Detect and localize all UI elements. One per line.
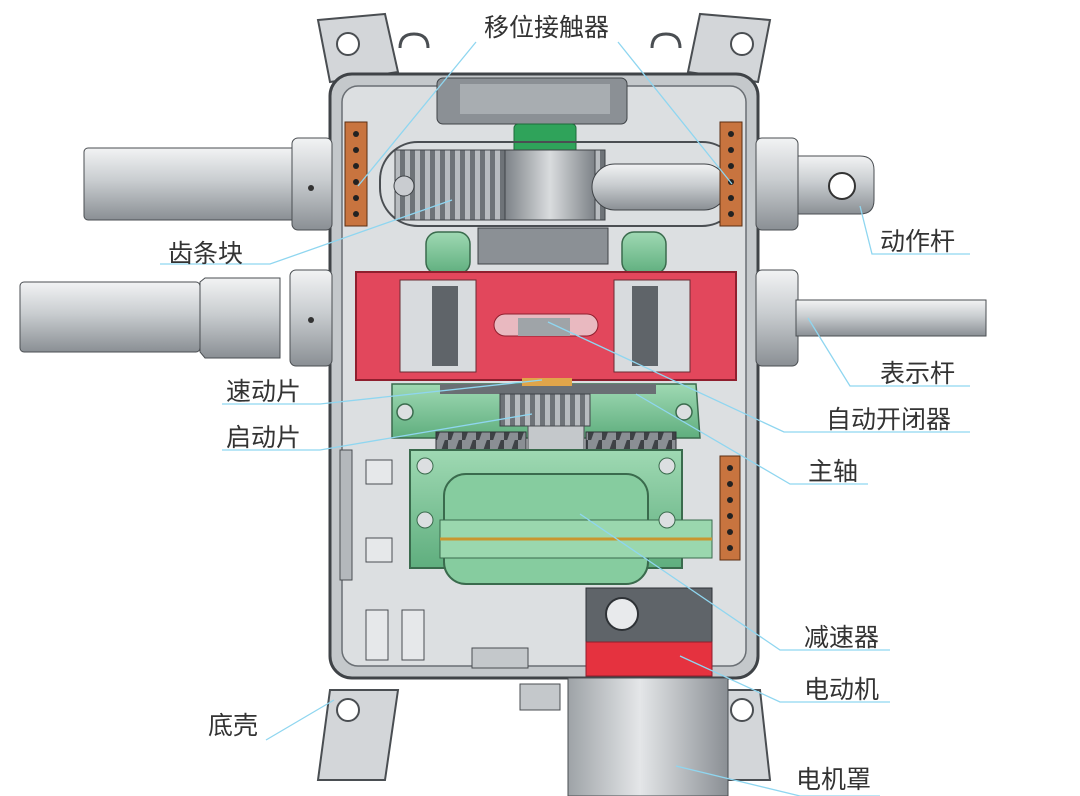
right-indicator-rod	[755, 269, 987, 367]
label-speed-plate: 速动片	[226, 377, 301, 406]
lift-hooks	[398, 32, 682, 49]
motor-cover	[471, 647, 729, 796]
label-auto-switch: 自动开闭器	[826, 405, 951, 434]
label-motor: 电动机	[804, 675, 879, 704]
right-action-rod	[755, 137, 875, 231]
left-brackets	[339, 449, 425, 661]
label-base-shell: 底壳	[208, 711, 258, 740]
auto-switch	[355, 271, 737, 381]
label-indicator-rod: 表示杆	[880, 359, 955, 388]
label-reducer: 减速器	[804, 623, 879, 652]
left-indicator-rod	[19, 269, 333, 367]
label-action-rod: 动作杆	[880, 227, 955, 256]
switch-contact-terminals	[344, 121, 743, 227]
label-start-plate: 启动片	[226, 423, 301, 452]
reducer	[409, 449, 713, 585]
label-switch-contact: 移位接触器	[484, 13, 609, 42]
speed-start-plates	[440, 378, 656, 427]
label-motor-cover: 电机罩	[796, 765, 871, 794]
lower-terminal-strip	[719, 455, 741, 561]
motor	[585, 587, 713, 677]
rack-block-assembly	[379, 141, 741, 265]
label-rack-block: 齿条块	[168, 239, 243, 268]
top-drive	[436, 77, 628, 155]
left-action-rod	[83, 137, 333, 231]
leader-lines	[160, 41, 970, 796]
label-main-shaft: 主轴	[808, 457, 858, 486]
